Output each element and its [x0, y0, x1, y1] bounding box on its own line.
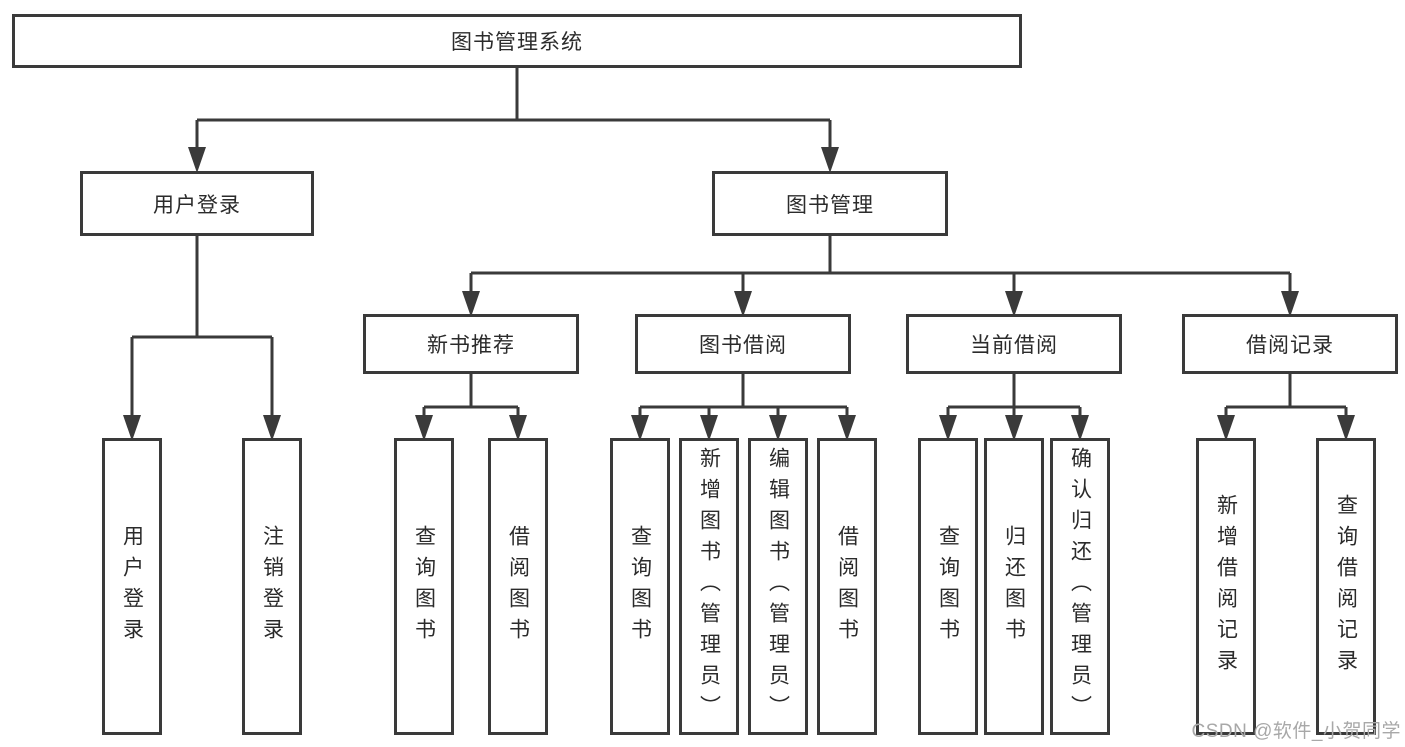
leaf-borrow-books-recommend: 借阅图书: [488, 438, 548, 735]
arrowhead: [821, 147, 839, 173]
leaf-add-borrow-record-label: 新增借阅记录: [1214, 493, 1238, 680]
leaf-query-books-current: 查询图书: [918, 438, 978, 735]
connector-newbook-to-leaves: [422, 374, 520, 425]
node-root-label: 图书管理系统: [451, 31, 583, 54]
leaf-logout: 注销登录: [242, 438, 302, 735]
leaf-user-login-label: 用户登录: [120, 524, 144, 649]
node-book-management-label: 图书管理: [786, 193, 874, 217]
connector-records-to-leaves: [1224, 374, 1348, 425]
node-borrowing-records-label: 借阅记录: [1246, 334, 1334, 357]
connector-borrow-to-leaves: [638, 374, 849, 425]
leaf-query-books-recommend-label: 查询图书: [412, 524, 436, 649]
arrowhead: [188, 147, 206, 173]
leaf-borrow-books-recommend-label: 借阅图书: [506, 524, 530, 649]
leaf-return-books: 归还图书: [984, 438, 1044, 735]
leaf-query-borrow-record: 查询借阅记录: [1316, 438, 1376, 735]
leaf-add-book-admin-label: 新增图书（管理员）: [697, 447, 721, 726]
leaf-query-books-recommend: 查询图书: [394, 438, 454, 735]
leaf-confirm-return-admin-label: 确认归还（管理员）: [1068, 447, 1092, 726]
leaf-edit-book-admin: 编辑图书（管理员）: [748, 438, 808, 735]
leaf-return-books-label: 归还图书: [1002, 524, 1026, 649]
node-user-login-label: 用户登录: [153, 193, 241, 217]
leaf-add-book-admin: 新增图书（管理员）: [679, 438, 739, 735]
leaf-logout-label: 注销登录: [260, 524, 284, 649]
connector-bookmgmt-to-level3: [469, 236, 1292, 300]
leaf-borrow-books: 借阅图书: [817, 438, 877, 735]
leaf-borrow-books-label: 借阅图书: [835, 524, 859, 649]
connector-current-to-leaves: [946, 374, 1082, 425]
node-book-management: 图书管理: [712, 171, 948, 236]
leaf-add-borrow-record: 新增借阅记录: [1196, 438, 1256, 735]
node-root: 图书管理系统: [12, 14, 1022, 68]
leaf-edit-book-admin-label: 编辑图书（管理员）: [766, 447, 790, 726]
leaf-query-borrow-record-label: 查询借阅记录: [1334, 493, 1358, 680]
node-new-book-recommend-label: 新书推荐: [427, 334, 515, 357]
leaf-query-books-current-label: 查询图书: [936, 524, 960, 649]
node-new-book-recommend: 新书推荐: [363, 314, 579, 374]
leaf-user-login: 用户登录: [102, 438, 162, 735]
connector-userlogin-to-leaves: [130, 236, 274, 425]
node-borrowing-records: 借阅记录: [1182, 314, 1398, 374]
leaf-confirm-return-admin: 确认归还（管理员）: [1050, 438, 1110, 735]
node-current-borrowing: 当前借阅: [906, 314, 1122, 374]
node-current-borrowing-label: 当前借阅: [970, 334, 1058, 357]
csdn-watermark: CSDN @软件_小贺同学: [1191, 721, 1401, 742]
leaf-query-books-borrow-label: 查询图书: [628, 524, 652, 649]
node-book-borrowing: 图书借阅: [635, 314, 851, 374]
connector-root-to-level2: [195, 68, 832, 156]
node-user-login: 用户登录: [80, 171, 314, 236]
node-book-borrowing-label: 图书借阅: [699, 334, 787, 357]
leaf-query-books-borrow: 查询图书: [610, 438, 670, 735]
